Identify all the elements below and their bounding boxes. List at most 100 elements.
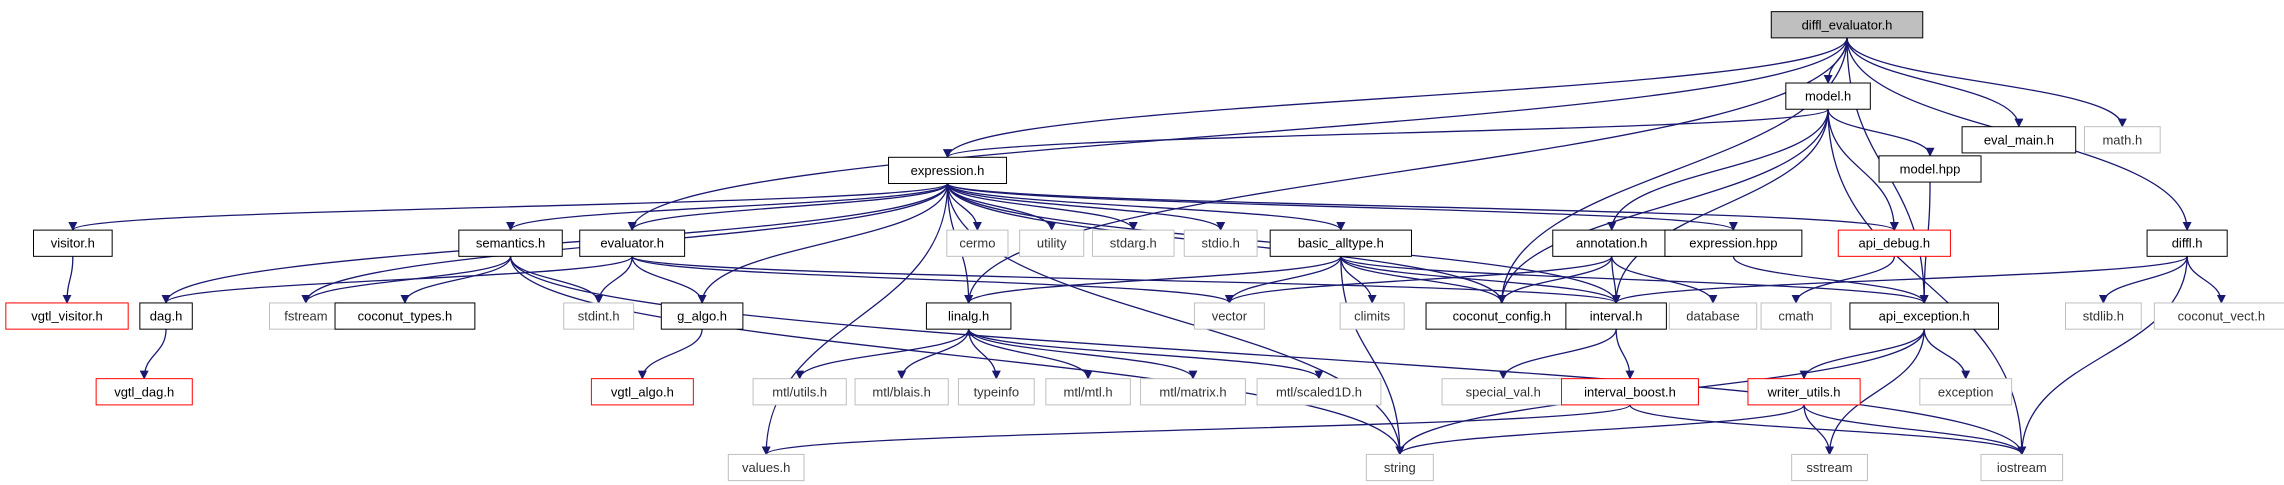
node-box: [1269, 229, 1412, 257]
edge-diffl-evaluator-h-to-expression-h: [943, 37, 1848, 159]
edge-linalg-h-to-mtl-matrix-h: [968, 328, 1198, 380]
edge-dag-h-to-vgtl-dag-h: [139, 329, 167, 380]
node-model-h[interactable]: model.h: [1785, 82, 1871, 110]
node-label: stdio.h: [1202, 236, 1240, 251]
edge-expression-h-to-values-h: [761, 183, 949, 456]
node-box: [1919, 378, 2013, 406]
edge-expression-h-to-stdio-h: [946, 183, 1226, 232]
node-dag-h[interactable]: dag.h: [139, 302, 193, 330]
node-label: utility: [1037, 236, 1067, 251]
node-label: coconut_config.h: [1453, 309, 1551, 324]
node-stdint-h: stdint.h: [563, 302, 635, 330]
node-box: [458, 229, 563, 257]
node-box: [1019, 229, 1085, 257]
edge-model-h-to-annotation-h: [1607, 109, 1829, 232]
edge-writer-utils-h-to-string: [1395, 404, 1805, 456]
node-api-exception-h[interactable]: api_exception.h: [1849, 302, 1999, 330]
node-label: stdint.h: [578, 309, 620, 324]
edge-evaluator-h-to-stdint-h: [594, 256, 633, 304]
node-label: stdarg.h: [1110, 236, 1157, 251]
node-label: cermo: [959, 236, 995, 251]
node-box: [1339, 302, 1405, 330]
node-diffl-evaluator-h[interactable]: diffl_evaluator.h: [1770, 11, 1924, 39]
node-box: [334, 302, 476, 330]
node-label: basic_alltype.h: [1298, 236, 1384, 251]
node-label: math.h: [2102, 132, 2142, 147]
node-interval-boost-h[interactable]: interval_boost.h: [1561, 378, 1699, 406]
edge-api-debug-h-to-cmath: [1791, 256, 1895, 304]
edge-interval-h-to-special-val-h: [1498, 329, 1617, 380]
node-box: [1565, 302, 1667, 330]
node-interval-h[interactable]: interval.h: [1565, 302, 1667, 330]
edge-linalg-h-to-typeinfo: [968, 329, 1001, 380]
node-label: vgtl_visitor.h: [31, 309, 103, 324]
file-nodes: diffl_evaluator.h model.h eval_main.h math.…: [5, 11, 2284, 482]
edge-diffl-evaluator-h-to-coconut-config-h: [1497, 37, 1848, 304]
edge-expression-h-to-basic-alltype-h: [946, 182, 1346, 232]
node-box: [1561, 378, 1699, 406]
node-coconut-types-h[interactable]: coconut_types.h: [334, 302, 476, 330]
edge-model-h-to-expression-h: [943, 108, 1829, 159]
node-label: evaluator.h: [600, 236, 664, 251]
edge-linalg-h-to-mtl-utils-h: [795, 328, 970, 380]
node-evaluator-h[interactable]: evaluator.h: [579, 229, 686, 257]
node-box: [95, 378, 193, 406]
edge-annotation-h-to-coconut-config-h: [1497, 256, 1613, 304]
node-fstream: fstream: [268, 302, 343, 330]
edge-interval-boost-h-to-iostream: [1629, 404, 2027, 456]
edge-evaluator-h-to-g-algo-h: [631, 256, 707, 304]
node-visitor-h[interactable]: visitor.h: [33, 229, 113, 257]
node-expression-h[interactable]: expression.h: [888, 156, 1008, 185]
node-label: iostream: [1997, 460, 2047, 475]
edge-g-algo-h-to-vgtl-algo-h: [637, 329, 703, 380]
node-diffl-h[interactable]: diffl.h: [2146, 229, 2228, 257]
node-label: linalg.h: [948, 309, 989, 324]
node-vgtl-visitor-h[interactable]: vgtl_visitor.h: [5, 302, 129, 330]
node-label: mtl/mtl.h: [1064, 384, 1113, 399]
node-utility: utility: [1019, 229, 1085, 257]
node-label: vgtl_algo.h: [611, 384, 674, 399]
node-linalg-h[interactable]: linalg.h: [925, 302, 1012, 330]
node-label: string: [1384, 460, 1416, 475]
node-api-debug-h[interactable]: api_debug.h: [1837, 229, 1951, 257]
node-label: database: [1686, 309, 1740, 324]
node-annotation-h[interactable]: annotation.h: [1552, 229, 1672, 257]
node-label: climits: [1354, 309, 1391, 324]
node-semantics-h[interactable]: semantics.h: [458, 229, 563, 257]
node-label: cmath: [1778, 309, 1813, 324]
edge-semantics-h-to-coconut-types-h: [400, 256, 512, 304]
node-mtl-blais-h: mtl/blais.h: [854, 378, 949, 406]
edge-interval-h-to-interval-boost-h: [1615, 329, 1635, 380]
node-g-algo-h[interactable]: g_algo.h: [660, 302, 744, 330]
node-exception: exception: [1919, 378, 2013, 406]
node-eval-main-h[interactable]: eval_main.h: [1961, 126, 2077, 154]
node-model-hpp[interactable]: model.hpp: [1878, 155, 1982, 183]
node-box: [2065, 302, 2142, 330]
edge-diffl-h-to-coconut-vect-h: [2186, 256, 2226, 304]
node-label: coconut_vect.h: [2178, 309, 2265, 324]
node-cmath: cmath: [1760, 302, 1832, 330]
edge-semantics-h-to-iostream: [509, 256, 2027, 456]
node-iostream: iostream: [1980, 453, 2064, 482]
node-writer-utils-h[interactable]: writer_utils.h: [1747, 378, 1861, 406]
node-expression-hpp[interactable]: expression.hpp: [1664, 229, 1803, 257]
node-label: expression.h: [911, 163, 985, 178]
edge-linalg-h-to-mtl-blais-h: [897, 329, 970, 380]
node-box: [752, 378, 847, 406]
node-label: mtl/blais.h: [872, 384, 931, 399]
node-label: api_debug.h: [1859, 236, 1931, 251]
node-vgtl-dag-h[interactable]: vgtl_dag.h: [95, 378, 193, 406]
node-box: [1365, 453, 1434, 482]
node-box: [2153, 302, 2284, 330]
node-box: [590, 378, 694, 406]
edge-diffl-h-to-interval-h: [1611, 255, 2188, 304]
node-box: [1140, 378, 1246, 406]
edge-api-exception-h-to-exception: [1923, 329, 1971, 380]
edge-model-h-to-interval-h: [1611, 109, 1829, 304]
node-coconut-config-h[interactable]: coconut_config.h: [1425, 302, 1579, 330]
edge-linalg-h-to-mtl-scaled1D-h: [968, 328, 1324, 380]
edge-diffl-evaluator-h-to-math-h: [1846, 37, 2127, 128]
node-basic-alltype-h[interactable]: basic_alltype.h: [1269, 229, 1412, 257]
node-box: [563, 302, 635, 330]
node-vgtl-algo-h[interactable]: vgtl_algo.h: [590, 378, 694, 406]
